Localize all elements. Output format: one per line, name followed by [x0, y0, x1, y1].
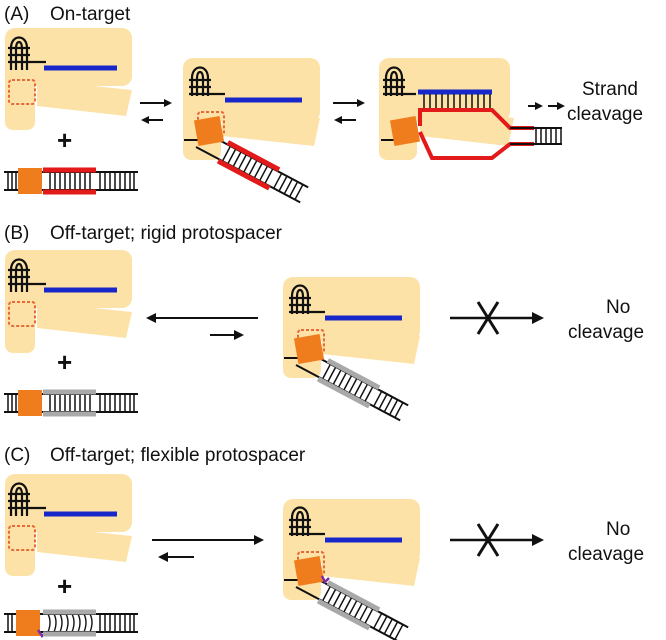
plus-sign: +: [57, 125, 72, 155]
panel-b: (B) Off-target; rigid protospacer +: [4, 223, 644, 422]
pam-block: [18, 390, 42, 416]
blocked-arrow-c: [450, 523, 544, 557]
equilibrium-arrows-b: [146, 313, 258, 340]
guide-rna-hairpin: [289, 506, 325, 536]
protein-lobe-upper: [5, 28, 132, 86]
protein-lobe-right: [37, 80, 132, 116]
guide-rna-hairpin: [8, 258, 46, 292]
dna-rungs: [7, 172, 135, 190]
equilibrium-arrows-1: [140, 99, 172, 124]
pam-pocket: [8, 525, 36, 551]
target-dna-b: [4, 389, 138, 417]
equilibrium-arrows-c: [152, 535, 264, 562]
panel-c-title: Off-target; flexible protospacer: [50, 445, 306, 466]
downstream-dna-duplex: [510, 127, 562, 145]
outcome-no: No: [606, 519, 630, 540]
guide-rna-hairpin: [8, 36, 46, 70]
forward-arrows: [528, 102, 565, 110]
outcome-cleavage: cleavage: [567, 104, 643, 125]
pam-pocket: [8, 79, 36, 105]
panel-c-label: (C): [4, 445, 30, 466]
panel-a-label: (A): [4, 4, 29, 25]
guide-rna-hairpin: [289, 284, 325, 314]
outcome-strand: Strand: [582, 79, 638, 100]
stalled-complex-c: [283, 499, 420, 640]
target-dna-c: [4, 609, 138, 638]
flexible-protospacer-loops: [47, 613, 93, 633]
outcome-no: No: [606, 297, 630, 318]
pam-block: [293, 333, 325, 365]
panel-b-title: Off-target; rigid protospacer: [50, 223, 283, 244]
apo-cas9-a: [5, 28, 132, 130]
panel-c: (C) Off-target; flexible protospacer +: [4, 445, 644, 640]
protein-lobe-right: [37, 526, 132, 562]
plus-sign: +: [57, 571, 72, 601]
protein-lobe-upper: [5, 474, 132, 532]
protein-lobe-right: [322, 550, 420, 586]
protein-lobe-right: [322, 328, 420, 364]
guide-rna-hairpin: [189, 66, 225, 96]
panel-b-label: (B): [4, 223, 29, 244]
apo-cas9-c: [5, 474, 132, 576]
panel-a: (A) On-target +: [4, 4, 643, 204]
stalled-complex-b: [283, 277, 420, 422]
pam-block: [16, 610, 40, 636]
protein-lobe-right: [420, 108, 514, 146]
bound-dna-duplex: [295, 349, 409, 422]
panel-a-title: On-target: [50, 4, 131, 25]
intermediate-complex-a: [183, 58, 320, 204]
pam-block: [18, 168, 42, 194]
kink-mark: [320, 575, 330, 585]
bound-dna-duplex: [195, 131, 309, 204]
apo-cas9-b: [5, 250, 132, 353]
guide-rna-hairpin: [383, 66, 416, 96]
pam-block: [293, 555, 325, 587]
plus-sign: +: [57, 347, 72, 377]
outcome-cleavage: cleavage: [568, 544, 644, 565]
cleavage-complex-a: [379, 58, 562, 160]
target-dna-a: [4, 167, 138, 195]
guide-rna-hairpin: [8, 482, 46, 516]
pam-block: [193, 115, 225, 147]
blocked-arrow-b: [450, 301, 544, 335]
protein-lobe-upper: [5, 250, 132, 308]
pam-block: [389, 115, 421, 147]
bound-dna-duplex: [295, 571, 409, 640]
protein-lobe-right: [37, 302, 132, 338]
pam-pocket: [8, 301, 36, 327]
equilibrium-arrows-2: [333, 99, 365, 124]
protein-lobe-right: [222, 110, 320, 146]
outcome-cleavage: cleavage: [568, 322, 644, 343]
